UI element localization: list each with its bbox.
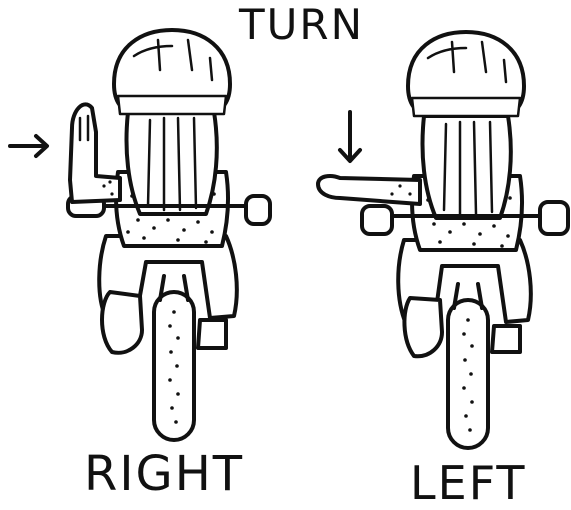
right-turn-cyclist — [10, 30, 270, 440]
right-signal-label: RIGHT — [84, 450, 244, 498]
front-wheel-left — [448, 300, 488, 448]
left-signal-label: LEFT — [410, 460, 526, 506]
front-wheel — [154, 292, 194, 440]
left-turn-cyclist — [318, 32, 568, 448]
arrow-right-icon — [10, 136, 47, 156]
arrow-down-icon — [340, 112, 360, 161]
